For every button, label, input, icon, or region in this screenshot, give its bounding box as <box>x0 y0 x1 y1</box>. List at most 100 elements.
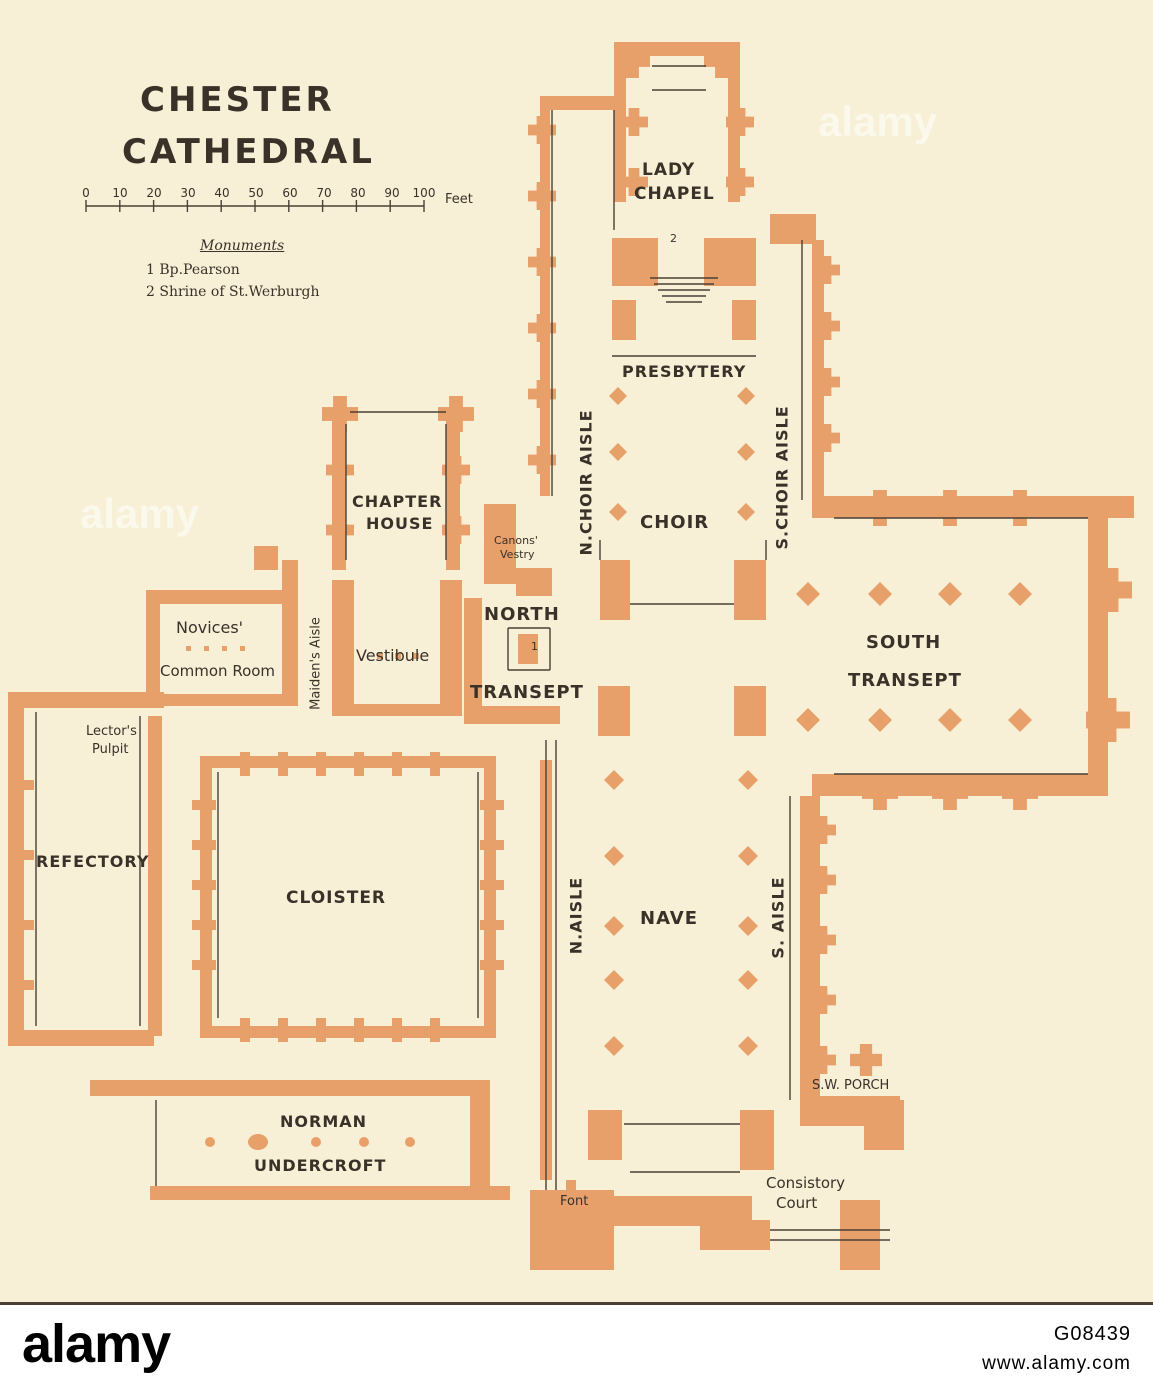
footer-bar: alamy G08439 www.alamy.com <box>0 1305 1153 1390</box>
cloister-buttress <box>192 960 216 970</box>
cloister-buttress <box>316 1018 326 1042</box>
canons-vestry <box>516 568 552 596</box>
cloister-buttress <box>354 752 364 776</box>
novices-pier <box>204 646 209 651</box>
presbytery-pier <box>704 238 756 286</box>
novices-wall <box>146 590 160 700</box>
cloister-wall <box>484 756 496 1032</box>
footer-logo[interactable]: alamy <box>22 1314 171 1374</box>
presbytery-pier <box>732 300 756 340</box>
image-id: G08439 <box>1053 1323 1131 1345</box>
nave-pier <box>734 686 766 736</box>
buttress <box>816 986 828 1014</box>
label-norman-undercroft-1: NORMAN <box>280 1112 368 1131</box>
watermark: alamy <box>80 490 200 537</box>
scale-tick-label: 50 <box>248 186 264 200</box>
chapter-house-wall <box>446 410 460 570</box>
pier <box>1008 582 1032 606</box>
cloister-buttress <box>192 840 216 850</box>
scale-tick-label: 60 <box>282 186 298 200</box>
label-chapter-house-2: HOUSE <box>366 514 434 533</box>
cloister-wall <box>200 756 496 768</box>
label-lectors-pulpit-1: Lector's <box>86 724 137 739</box>
west-front <box>700 1220 770 1250</box>
cloister-buttress <box>480 800 504 810</box>
pier <box>609 443 627 461</box>
cloister-buttress <box>278 1018 288 1042</box>
west-front-pier <box>588 1110 622 1160</box>
buttress <box>450 516 462 544</box>
label-s-aisle: S. AISLE <box>768 876 788 959</box>
buttress <box>816 1046 828 1074</box>
buttress <box>734 168 746 196</box>
buttress <box>334 456 346 484</box>
vestibule-wall <box>440 580 462 708</box>
novices-pier <box>186 646 191 651</box>
refectory-buttress <box>8 980 34 990</box>
map-title-line1: CHESTER <box>140 80 335 120</box>
font-basin <box>566 1180 576 1190</box>
refectory-wall <box>8 692 24 1042</box>
undercroft-wall <box>150 1186 510 1200</box>
vestibule-pier <box>413 653 419 659</box>
footer-url[interactable]: www.alamy.com <box>982 1353 1131 1374</box>
consistory-court-wall <box>864 1100 904 1150</box>
pier <box>868 582 892 606</box>
cloister-wall <box>200 756 212 1036</box>
refectory-buttress <box>8 850 34 860</box>
cloister-buttress <box>240 752 250 776</box>
buttress <box>816 866 828 894</box>
buttress <box>334 516 346 544</box>
label-nave: NAVE <box>640 908 698 929</box>
label-cloister: CLOISTER <box>286 888 387 908</box>
pier <box>609 387 627 405</box>
vestibule-wall <box>332 704 462 716</box>
novices-pier <box>240 646 245 651</box>
buttress <box>715 42 729 78</box>
label-lady-chapel-1: LADY <box>642 160 696 180</box>
vestibule-wall <box>332 580 354 708</box>
crossing-pier <box>734 560 766 620</box>
buttress <box>628 108 640 136</box>
buttress <box>820 368 832 396</box>
cloister-buttress <box>278 752 288 776</box>
pier <box>737 443 755 461</box>
scale-tick-label: 70 <box>316 186 332 200</box>
pier <box>604 970 624 990</box>
novices-wall <box>282 560 298 706</box>
legend-item-2: 2 Shrine of St.Werburgh <box>146 284 320 300</box>
buttress <box>820 312 832 340</box>
presbytery-pier <box>612 238 658 286</box>
cloister-buttress <box>480 960 504 970</box>
buttress <box>734 108 746 136</box>
pier <box>604 846 624 866</box>
pier <box>738 846 758 866</box>
scale-tick-label: 80 <box>350 186 366 200</box>
label-presbytery: PRESBYTERY <box>622 362 747 381</box>
label-north: NORTH <box>484 604 560 625</box>
canons-vestry <box>484 504 516 584</box>
monument-marker-2: 2 <box>670 232 677 245</box>
cloister-buttress <box>316 752 326 776</box>
label-choir: CHOIR <box>640 512 710 533</box>
label-lectors-pulpit-2: Pulpit <box>92 742 129 757</box>
buttress <box>943 490 957 526</box>
label-novices-2: Common Room <box>160 662 276 680</box>
scale-tick-label: 90 <box>384 186 400 200</box>
novices-wall <box>146 694 296 706</box>
buttress <box>449 396 463 432</box>
buttress <box>859 1044 873 1076</box>
buttress <box>873 774 887 810</box>
scale-tick-label: 30 <box>180 186 196 200</box>
label-refectory: REFECTORY <box>36 852 150 871</box>
buttress <box>536 380 548 408</box>
scale-tick-label: 10 <box>112 186 128 200</box>
pier <box>796 582 820 606</box>
buttress <box>628 168 640 196</box>
pier <box>738 970 758 990</box>
label-maidens-aisle: Maiden's Aisle <box>308 617 324 710</box>
south-transept-wall <box>1088 496 1108 796</box>
buttress <box>536 446 548 474</box>
s-choir-apse <box>770 214 816 244</box>
pier <box>604 770 624 790</box>
